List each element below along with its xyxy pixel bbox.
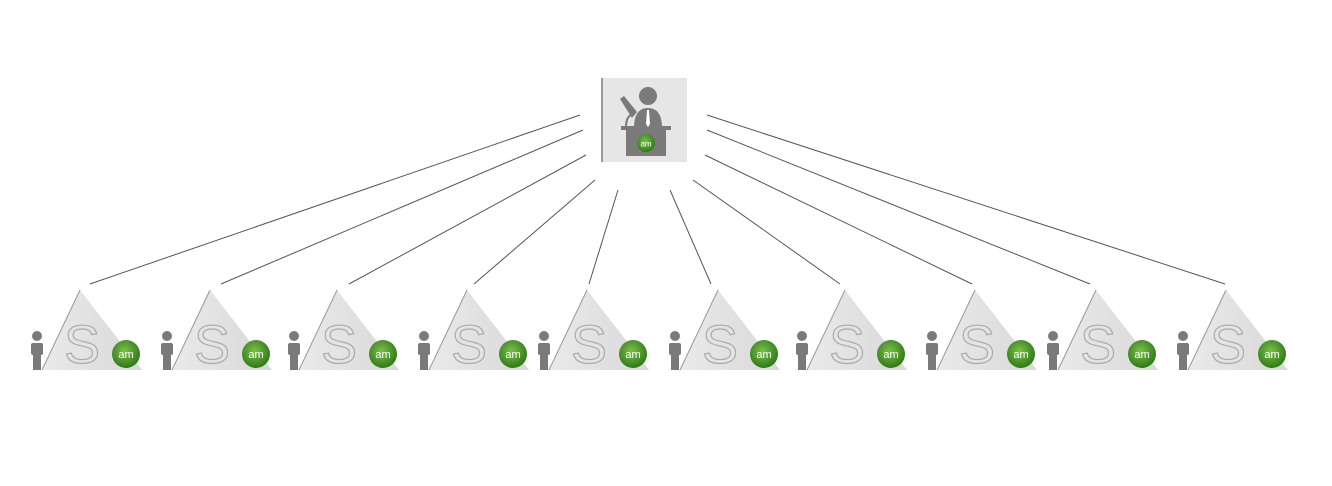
- person-icon: [288, 331, 300, 370]
- connection-line: [473, 179, 596, 285]
- person-icon: [1177, 331, 1189, 370]
- am-badge-icon: [242, 340, 270, 368]
- badge-label: am: [1264, 349, 1279, 361]
- person-icon: [796, 331, 808, 370]
- s-letter: S: [1080, 315, 1116, 375]
- badge-label: am: [625, 349, 640, 361]
- badge-label: am: [883, 349, 898, 361]
- badge-label: am: [1134, 349, 1149, 361]
- am-badge-icon: [1258, 340, 1286, 368]
- badge-label: am: [1013, 349, 1028, 361]
- connection-line: [704, 154, 973, 285]
- am-badge-icon: [877, 340, 905, 368]
- am-badge-icon: [369, 340, 397, 368]
- connection-line: [220, 129, 584, 285]
- s-letter: S: [829, 315, 865, 375]
- connection-line: [89, 114, 581, 285]
- s-letter: S: [194, 315, 230, 375]
- connection-line: [588, 189, 619, 285]
- presenter-hub: am: [601, 78, 687, 162]
- badge-label: am: [118, 349, 133, 361]
- connection-line: [706, 114, 1226, 285]
- badge-label: am: [248, 349, 263, 361]
- person-icon: [538, 331, 550, 370]
- s-letter: S: [1210, 315, 1246, 375]
- am-badge-icon: [112, 340, 140, 368]
- s-letter: S: [571, 315, 607, 375]
- person-icon: [31, 331, 43, 370]
- person-icon: [926, 331, 938, 370]
- person-icon: [669, 331, 681, 370]
- s-letter: S: [702, 315, 738, 375]
- s-letter: S: [959, 315, 995, 375]
- s-letter: S: [451, 315, 487, 375]
- person-icon: [418, 331, 430, 370]
- s-letter: S: [321, 315, 357, 375]
- am-badge-icon: [619, 340, 647, 368]
- hub-am-badge: [637, 134, 655, 152]
- badge-label: am: [756, 349, 771, 361]
- person-icon: [161, 331, 173, 370]
- s-letter: S: [64, 315, 100, 375]
- am-badge-icon: [750, 340, 778, 368]
- badge-label: am: [375, 349, 390, 361]
- person-icon: [1047, 331, 1059, 370]
- am-badge-icon: [499, 340, 527, 368]
- connection-line: [706, 129, 1091, 285]
- am-badge-icon: [1128, 340, 1156, 368]
- connection-lines: [89, 114, 1226, 285]
- am-badge-icon: [1007, 340, 1035, 368]
- connection-line: [692, 179, 841, 285]
- hub-badge-label: am: [640, 140, 651, 149]
- badge-label: am: [505, 349, 520, 361]
- connection-line: [348, 154, 587, 285]
- connection-line: [669, 189, 712, 285]
